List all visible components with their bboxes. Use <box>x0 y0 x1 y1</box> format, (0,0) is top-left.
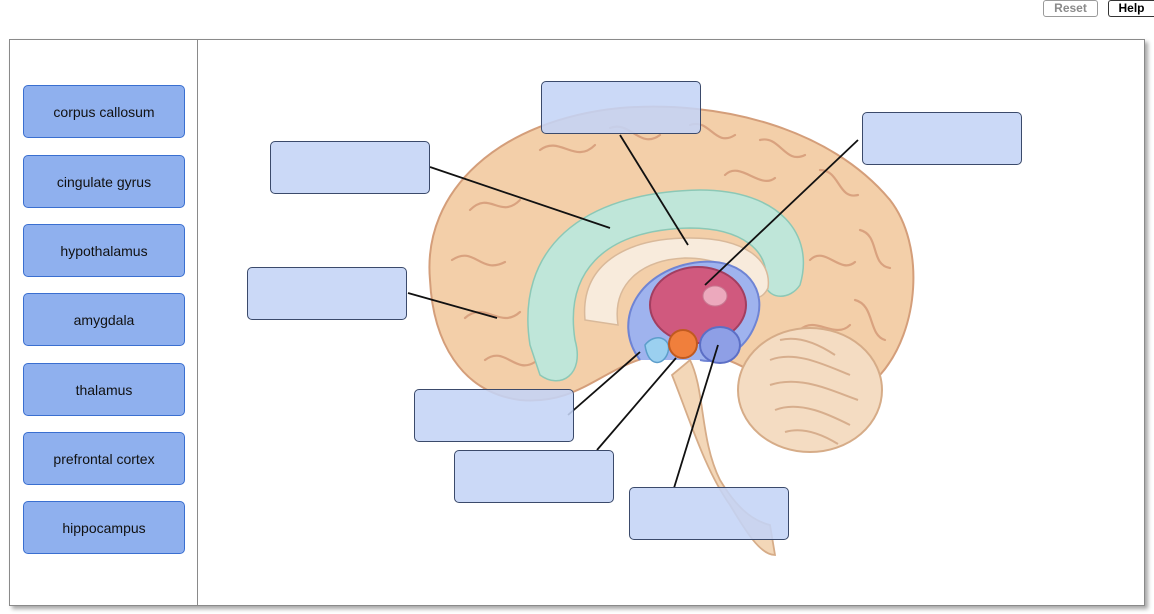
thalamus-shape <box>649 266 747 344</box>
brain-illustration <box>407 105 915 556</box>
label-tile-corpus-callosum[interactable]: corpus callosum <box>23 85 185 138</box>
drop-target-4[interactable] <box>247 267 407 320</box>
hippocampus-shape <box>699 326 741 364</box>
label-bank: corpus callosum cingulate gyrus hypothal… <box>10 40 198 605</box>
reset-button[interactable]: Reset <box>1043 0 1098 17</box>
drop-target-1[interactable] <box>541 81 701 134</box>
diagram-canvas <box>198 40 1144 605</box>
label-tile-amygdala[interactable]: amygdala <box>23 293 185 346</box>
label-tile-thalamus[interactable]: thalamus <box>23 363 185 416</box>
label-tile-hypothalamus[interactable]: hypothalamus <box>23 224 185 277</box>
leader-lines <box>407 134 859 489</box>
amygdala-shape <box>668 329 698 359</box>
drop-target-2[interactable] <box>270 141 430 194</box>
label-tile-hippocampus[interactable]: hippocampus <box>23 501 185 554</box>
gyri-texture <box>450 122 892 367</box>
drop-target-7[interactable] <box>629 487 789 540</box>
label-tile-prefrontal-cortex[interactable]: prefrontal cortex <box>23 432 185 485</box>
cerebellum <box>737 327 883 453</box>
cerebellum-folia <box>769 337 859 445</box>
label-tile-cingulate-gyrus[interactable]: cingulate gyrus <box>23 155 185 208</box>
drop-target-5[interactable] <box>414 389 574 442</box>
drop-target-6[interactable] <box>454 450 614 503</box>
hypothalamus-shape <box>644 337 670 364</box>
help-button[interactable]: Help <box>1108 0 1154 17</box>
drop-target-3[interactable] <box>862 112 1022 165</box>
labeling-frame: corpus callosum cingulate gyrus hypothal… <box>9 39 1145 606</box>
